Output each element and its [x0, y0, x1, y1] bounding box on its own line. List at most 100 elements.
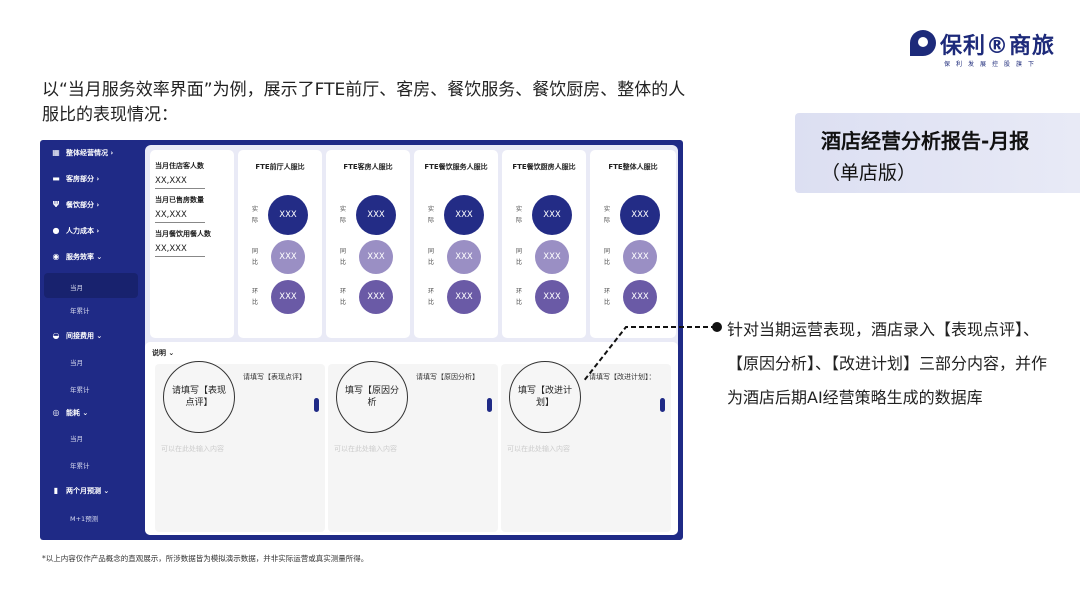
- fte-card-title: FTE整体人服比: [608, 163, 658, 171]
- sidebar-item-label: 年累计: [70, 462, 90, 470]
- note-placeholder: 可以在此处输入内容: [161, 445, 224, 453]
- row-label: 实际: [340, 206, 347, 224]
- sidebar-item[interactable]: ◎ 能耗 ⌄: [52, 408, 89, 418]
- metric-circle: XXX: [268, 195, 308, 235]
- metric-circle: XXX: [447, 280, 481, 314]
- sidebar-item-label: 当月: [70, 359, 83, 367]
- logo-tagline: 保利发展控股旗下: [944, 61, 1041, 68]
- report-banner: 酒店经营分析报告-月报 （单店版）: [795, 113, 1080, 193]
- metric-circle: XXX: [271, 280, 305, 314]
- note-textarea[interactable]: 请填写【原因分析】可以在此处输入内容 填写【原因分析: [328, 361, 498, 532]
- metric-circle: XXX: [359, 240, 393, 274]
- sidebar-item[interactable]: ▮两个月预测 ⌄: [52, 486, 110, 496]
- slide-heading: 以“当月服务效率界面”为例，展示了FTE前厅、客房、餐饮服务、餐饮厨房、整体的人…: [42, 80, 686, 125]
- sidebar-item-label: 年累计: [70, 386, 90, 394]
- kpi-value: XX,XXX: [155, 210, 205, 223]
- metric-circle: XXX: [620, 195, 660, 235]
- magnifier-lens: 填写【原因分析: [336, 361, 408, 433]
- note-placeholder: 可以在此处输入内容: [334, 445, 397, 453]
- scrollbar[interactable]: [314, 398, 319, 412]
- logo-name: 保利®商旅: [940, 34, 1056, 59]
- banner-subtitle: （单店版）: [821, 162, 917, 184]
- metric-circle: XXX: [444, 195, 484, 235]
- magnifier-lens: 填写【改进计划】: [509, 361, 581, 433]
- metric-circle: XXX: [535, 240, 569, 274]
- note-placeholder: 可以在此处输入内容: [507, 445, 570, 453]
- notes-panel: 说明 ⌄ 请填写【表现点评】可以在此处输入内容 请填写【表现点评】 请填写【原因分析…: [145, 342, 678, 535]
- note-textarea[interactable]: 请填写【表现点评】可以在此处输入内容 请填写【表现点评】: [155, 361, 325, 532]
- banner-title: 酒店经营分析报告-月报: [821, 129, 1030, 153]
- connector-dot: [712, 322, 722, 332]
- row-label: 环比: [428, 288, 435, 306]
- sidebar-item[interactable]: ▬ 客房部分 ›: [52, 174, 99, 184]
- sidebar-subitem[interactable]: M+1预测: [70, 513, 98, 523]
- note-title: 请填写【原因分析】: [416, 373, 479, 381]
- energy-icon: ◎: [52, 408, 60, 417]
- sidebar-item[interactable]: ●人力成本 ›: [52, 226, 100, 236]
- metric-circle: XXX: [359, 280, 393, 314]
- fte-card-title: FTE餐饮厨房人服比: [512, 163, 576, 171]
- poly-logo: 保利®商旅 保利发展控股旗下: [910, 28, 1070, 72]
- sidebar-item-label: 两个月预测 ⌄: [66, 487, 110, 495]
- sidebar-subitem[interactable]: 当月: [44, 273, 138, 298]
- row-label: 环比: [340, 288, 347, 306]
- sidebar-item-label: 整体经营情况 ›: [66, 149, 114, 157]
- row-label: 环比: [604, 288, 611, 306]
- sidebar-item-label: 能耗 ⌄: [66, 409, 89, 417]
- service-icon: ◉: [52, 252, 60, 261]
- row-label: 实际: [604, 206, 611, 224]
- metric-circle: XXX: [535, 280, 569, 314]
- sidebar-item[interactable]: Ψ 餐饮部分 ›: [52, 200, 100, 210]
- kpi-card: [150, 150, 234, 338]
- cost-icon: ◒: [52, 331, 60, 340]
- fte-card-title: FTE前厅人服比: [255, 163, 305, 171]
- sidebar-subitem[interactable]: 年累计: [70, 384, 90, 394]
- sidebar-item-label: 客房部分 ›: [66, 175, 100, 183]
- metric-circle: XXX: [356, 195, 396, 235]
- sidebar-subitem[interactable]: 年累计: [70, 305, 90, 315]
- scrollbar[interactable]: [660, 398, 665, 412]
- sidebar-subitem[interactable]: 年累计: [70, 460, 90, 470]
- row-label: 同比: [340, 248, 347, 266]
- kpi-value: XX,XXX: [155, 244, 205, 257]
- metric-circle: XXX: [623, 280, 657, 314]
- fte-card-title: FTE客房人服比: [343, 163, 393, 171]
- sidebar-item[interactable]: ▦ 整体经营情况 ›: [52, 148, 113, 158]
- lens-text: 填写【原因分析: [344, 386, 399, 408]
- note-title: 请填写【表现点评】: [243, 373, 306, 381]
- sidebar-item[interactable]: ◒ 间接费用 ⌄: [52, 331, 103, 341]
- row-label: 实际: [252, 206, 259, 224]
- grid-icon: ▦: [52, 148, 60, 157]
- sidebar-item[interactable]: ◉服务效率 ⌄: [52, 252, 103, 262]
- sidebar-subitem[interactable]: 当月: [70, 357, 83, 367]
- lens-text: 请填写【表现点评】: [171, 386, 226, 408]
- fte-card: FTE客房人服比实际 XXX 同比 XXX 环比 XXX: [326, 150, 410, 338]
- bed-icon: ▬: [52, 174, 60, 183]
- scrollbar[interactable]: [487, 398, 492, 412]
- sidebar-item-label: 间接费用 ⌄: [66, 332, 103, 340]
- sidebar-subitem[interactable]: 当月: [70, 433, 83, 443]
- kpi-value: XX,XXX: [155, 176, 205, 189]
- row-label: 环比: [252, 288, 259, 306]
- row-label: 同比: [516, 248, 523, 266]
- sidebar-item-label: 当月: [70, 284, 83, 292]
- sidebar-item-label: M+1预测: [70, 515, 99, 523]
- metric-circle: XXX: [623, 240, 657, 274]
- sidebar-item-label: 当月: [70, 435, 83, 443]
- row-label: 实际: [428, 206, 435, 224]
- fork-knife-icon: Ψ: [52, 200, 60, 209]
- sidebar-item-label: 餐饮部分 ›: [66, 201, 100, 209]
- row-label: 同比: [604, 248, 611, 266]
- notes-label[interactable]: 说明 ⌄: [152, 349, 175, 357]
- note-textarea[interactable]: 请填写【改进计划】：可以在此处输入内容填写【改进计划】: [501, 361, 671, 532]
- annotation-text: 针对当期运营表现，酒店录入【表现点评】、【原因分析】、【改进计划】三部分内容，并…: [727, 320, 1048, 407]
- row-label: 同比: [252, 248, 259, 266]
- sidebar-item-label: 年累计: [70, 307, 90, 315]
- fte-card: FTE整体人服比实际 XXX 同比 XXX 环比 XXX: [590, 150, 676, 338]
